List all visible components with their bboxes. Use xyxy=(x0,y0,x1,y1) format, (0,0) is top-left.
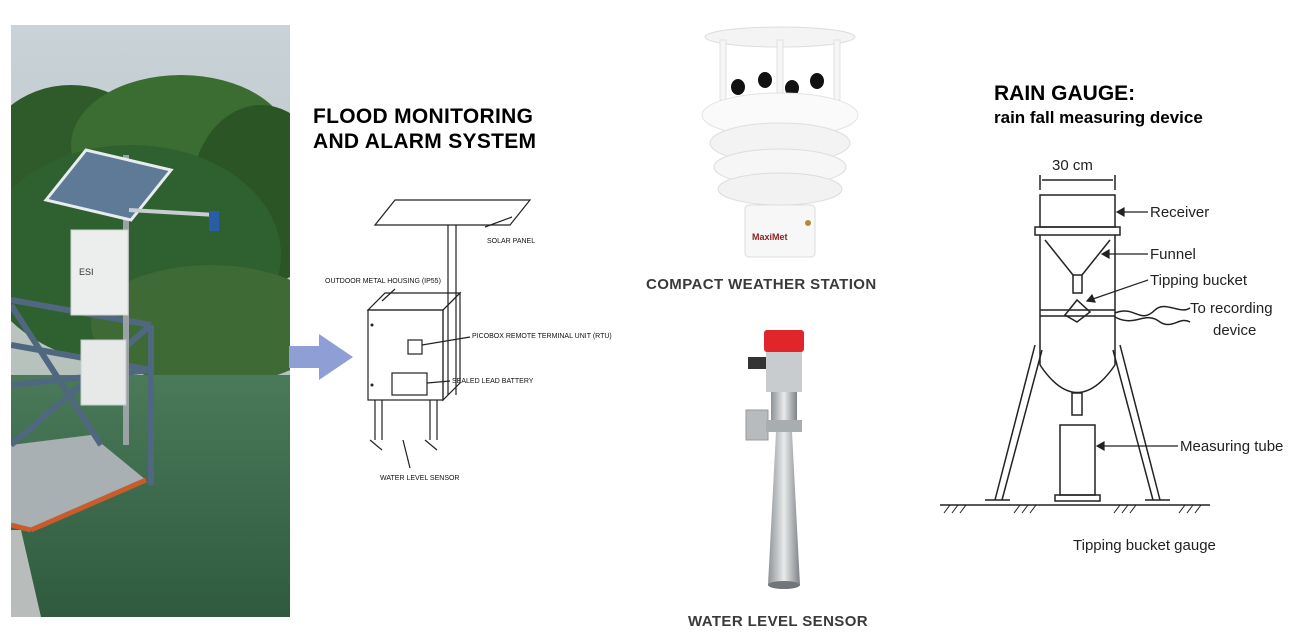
water-level-sensor-caption: WATER LEVEL SENSOR xyxy=(688,613,869,630)
label-sensor: WATER LEVEL SENSOR xyxy=(380,475,459,482)
rain-gauge-tube-label: Measuring tube xyxy=(1180,438,1283,455)
flood-title-line1: FLOOD MONITORING xyxy=(313,105,534,128)
rain-gauge-diagram: 30 cm Receiver Funnel Tipping bucket To … xyxy=(940,150,1300,560)
label-housing: OUTDOOR METAL HOUSING (IP55) xyxy=(325,278,441,285)
label-battery: SEALED LEAD BATTERY xyxy=(452,378,534,385)
flood-title: FLOOD MONITORING AND ALARM SYSTEM xyxy=(313,104,536,154)
rain-gauge-funnel-label: Funnel xyxy=(1150,246,1196,263)
rain-gauge-caption: Tipping bucket gauge xyxy=(1073,537,1216,554)
label-solar-panel: SOLAR PANEL xyxy=(487,238,535,245)
rain-gauge-receiver-label: Receiver xyxy=(1150,204,1209,221)
water-level-sensor-image xyxy=(736,325,826,595)
rain-gauge-recording-label-2: device xyxy=(1213,322,1256,339)
arrow-right-icon xyxy=(289,334,355,385)
weather-station-caption: COMPACT WEATHER STATION xyxy=(646,276,877,293)
flood-system-diagram: SOLAR PANEL OUTDOOR METAL HOUSING (IP55)… xyxy=(300,185,630,495)
weather-station-brand: MaxiMet xyxy=(752,232,788,242)
flood-title-line2: AND ALARM SYSTEM xyxy=(313,130,537,153)
rain-gauge-width: 30 cm xyxy=(1052,157,1093,174)
box-brand: ESI xyxy=(79,267,94,277)
rain-gauge-recording-label-1: To recording xyxy=(1190,300,1273,317)
rain-gauge-subtitle: rain fall measuring device xyxy=(994,108,1203,127)
label-rtu: PICOBOX REMOTE TERMINAL UNIT (RTU) xyxy=(472,333,612,340)
rain-gauge-title: RAIN GAUGE: xyxy=(994,82,1136,105)
weather-station-image: MaxiMet xyxy=(700,25,860,260)
rain-gauge-bucket-label: Tipping bucket xyxy=(1150,272,1248,289)
station-photo: ESI xyxy=(11,25,290,617)
